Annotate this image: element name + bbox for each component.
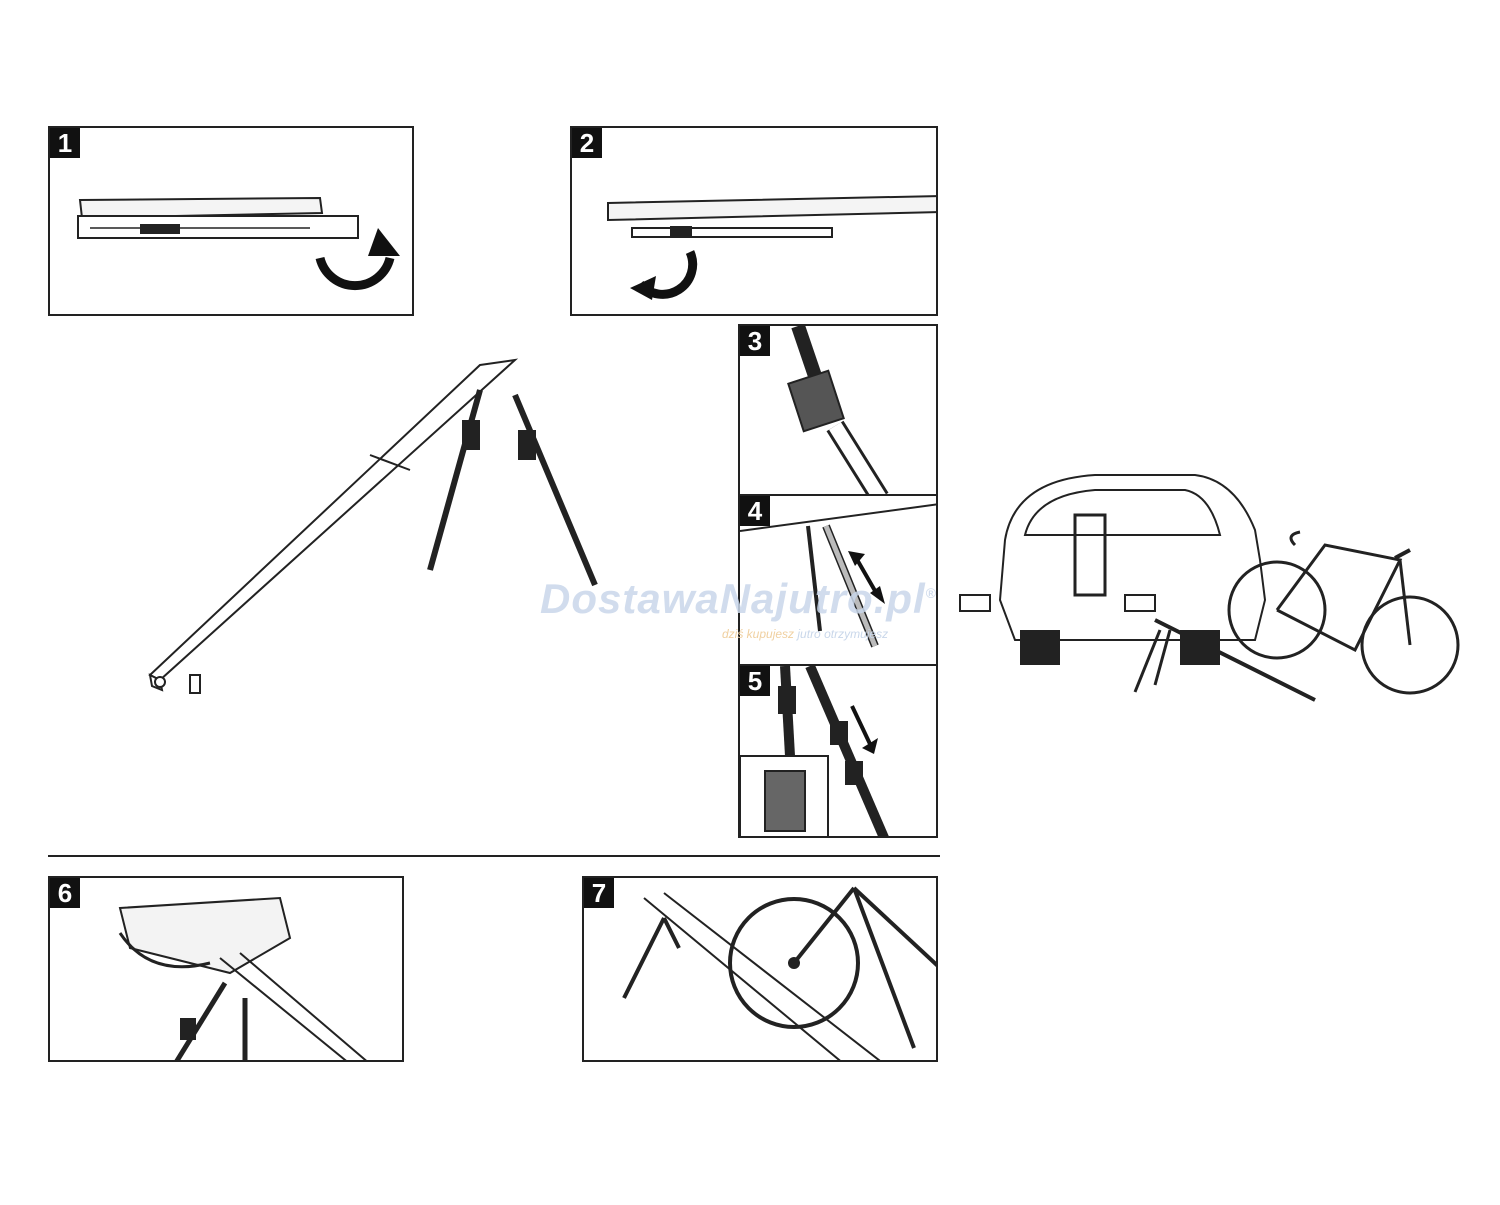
rotate-arrow-icon — [315, 256, 395, 291]
step-number-badge: 5 — [740, 666, 770, 696]
step-number-badge: 4 — [740, 496, 770, 526]
step-5-panel: 5 — [738, 664, 938, 838]
step-2-panel: 2 — [570, 126, 938, 316]
leg-extend-illustration — [740, 503, 936, 648]
step-3-panel: 3 — [738, 324, 938, 496]
section-divider — [48, 855, 940, 857]
telescopic-leg-closeup — [787, 326, 889, 494]
watermark-tagline: dziś kupujesz jutro otrzymujesz — [722, 627, 889, 641]
step-6-panel: 6 — [48, 876, 404, 1062]
double-arrow-icon — [853, 555, 880, 597]
car-with-bike-rack-illustration — [959, 474, 1460, 702]
step-number-badge: 2 — [572, 128, 602, 158]
step-number-badge: 3 — [740, 326, 770, 356]
bike-loading-illustration — [622, 886, 936, 1060]
leg-lock-illustration — [740, 666, 889, 836]
step-number-badge: 1 — [50, 128, 80, 158]
watermark-brand: DostawaNajutro.pl® — [540, 575, 938, 622]
down-arrow-icon — [850, 705, 872, 745]
step-number-badge: 7 — [584, 878, 614, 908]
ramp-with-legs-illustration — [148, 358, 598, 694]
ramp-attach-illustration — [118, 896, 367, 1060]
step-number-badge: 6 — [50, 878, 80, 908]
folded-ramp-illustration — [77, 196, 400, 291]
step-4-panel: 4 — [738, 494, 938, 666]
step-7-panel: 7 — [582, 876, 938, 1062]
folded-ramp-illustration — [607, 195, 936, 300]
step-1-panel: 1 — [48, 126, 414, 316]
